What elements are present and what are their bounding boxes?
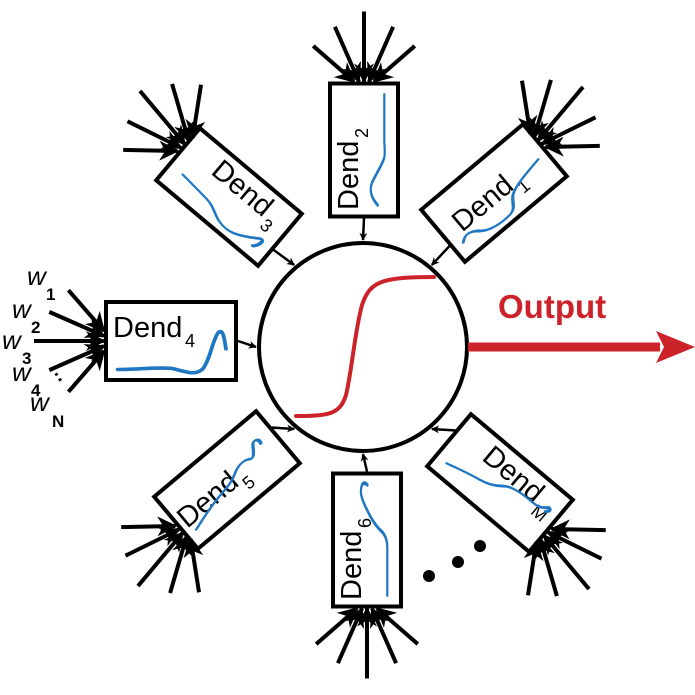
- output-label: Output: [498, 288, 606, 325]
- input-line: [543, 136, 600, 157]
- dendrite-to-soma-arrow: [272, 248, 295, 267]
- soma-circle: [257, 241, 469, 453]
- input-line: [523, 539, 544, 596]
- dendrite-response-curve: [461, 158, 540, 244]
- weight-labels: w 1 w 2 w 3 w 4 w N: [2, 261, 64, 431]
- weight-subscript: 4: [31, 381, 41, 400]
- input-line: [126, 119, 183, 150]
- input-line: [375, 606, 420, 646]
- input-line: [121, 516, 178, 537]
- input-line: [372, 44, 417, 84]
- synaptic-inputs: [121, 516, 204, 594]
- weight-w1: w 1: [27, 261, 55, 304]
- input-line: [66, 288, 106, 333]
- weight-symbol: w: [30, 387, 51, 417]
- input-line: [314, 606, 359, 646]
- synaptic-inputs: [523, 519, 606, 597]
- weight-w2: w 2: [12, 294, 40, 337]
- dendrite-response-curve: [369, 92, 386, 208]
- synaptic-inputs: [517, 79, 600, 157]
- dendrite-box: [328, 81, 400, 219]
- input-line: [66, 349, 106, 394]
- input-line: [311, 44, 356, 84]
- dendrite-to-soma-arrow: [359, 218, 368, 241]
- weight-ellipsis-dots: [50, 367, 65, 385]
- weight-symbol: w: [2, 325, 23, 355]
- dendrite-subscript: 4: [185, 331, 195, 351]
- weight-symbol: w: [12, 357, 33, 387]
- input-line: [549, 519, 606, 540]
- output-arrow-head: [656, 331, 695, 363]
- sigmoid-activation-curve: [294, 275, 436, 418]
- dendrite-2: Dend 2: [311, 11, 417, 241]
- input-line: [183, 536, 204, 593]
- weight-wN: w N: [30, 387, 64, 431]
- dendrite-label: Dend: [336, 531, 368, 600]
- weight-subscript: 1: [46, 285, 55, 304]
- dendrite-to-soma-arrow: [360, 453, 369, 472]
- weight-subscript: N: [52, 412, 64, 431]
- dendrite-to-soma-arrow: [237, 339, 257, 349]
- synaptic-inputs: [34, 288, 106, 394]
- weight-subscript: 3: [22, 349, 31, 368]
- weight-w4: w 4: [12, 357, 41, 400]
- dendrite-label: Dend: [113, 312, 182, 344]
- output-arrow: Output: [468, 288, 695, 363]
- weight-subscript: 2: [31, 318, 40, 337]
- dendrite-response-curve: [445, 462, 552, 514]
- dendrite-subscript: 2: [352, 128, 372, 138]
- input-line: [185, 84, 206, 141]
- weight-symbol: w: [12, 294, 33, 324]
- soma: [257, 241, 469, 453]
- dendrite-response-curve: [194, 438, 263, 531]
- dendrite-ellipsis: [423, 540, 486, 582]
- dendrite-6: Dend 6: [314, 453, 420, 679]
- synaptic-inputs: [314, 606, 420, 679]
- dendrite-label: Dend: [333, 141, 365, 210]
- input-line: [517, 80, 538, 137]
- input-line: [124, 527, 181, 558]
- ellipsis-dot: [474, 540, 486, 552]
- input-line: [546, 530, 603, 561]
- dendrite-response-curve: [359, 481, 389, 598]
- input-line: [540, 115, 597, 146]
- weight-w3: w 3: [2, 325, 31, 368]
- dendrite-to-soma-arrow: [430, 425, 457, 434]
- synaptic-inputs: [311, 11, 417, 84]
- synaptic-inputs: [123, 83, 206, 161]
- weight-symbol: w: [27, 261, 48, 291]
- dendrite-to-soma-arrow: [270, 424, 296, 433]
- ellipsis-dot: [452, 556, 464, 568]
- dendrite-to-soma-arrow: [430, 244, 451, 266]
- dendrite-subscript: 6: [355, 518, 375, 528]
- dendrite-response-curve: [181, 173, 265, 248]
- input-line: [123, 140, 180, 161]
- ellipsis-dot: [423, 570, 435, 582]
- dendrite-response-curve: [115, 329, 228, 375]
